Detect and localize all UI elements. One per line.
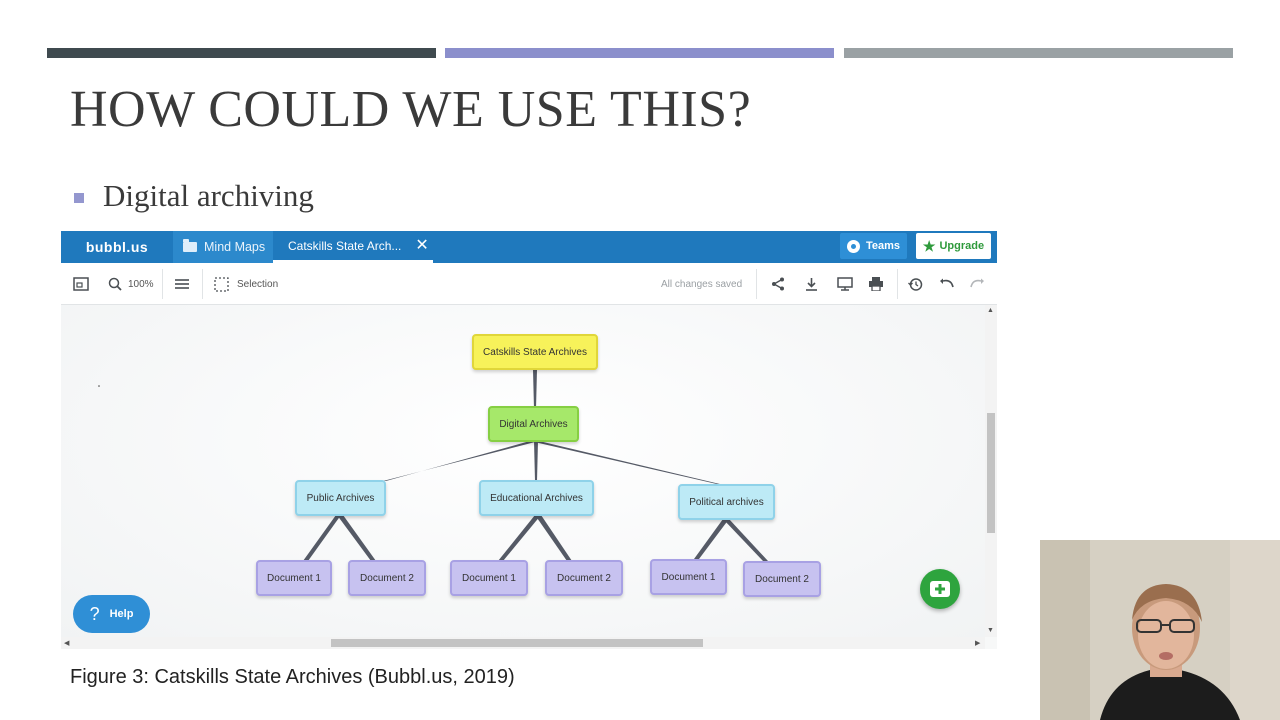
download-button[interactable] [805, 263, 818, 305]
divider [897, 269, 898, 299]
accent-bar-purple [445, 48, 834, 58]
slide-title: HOW COULD WE USE THIS? [70, 81, 752, 138]
teams-label: Teams [865, 240, 901, 252]
bullet-text: Digital archiving [103, 178, 314, 213]
mindmap-node-political-archives[interactable]: Political archives [678, 484, 775, 520]
present-button[interactable] [837, 263, 853, 305]
selection-icon [214, 276, 229, 292]
folder-icon [183, 239, 197, 252]
history-button[interactable] [908, 263, 923, 305]
mindmap-node-document[interactable]: Document 2 [348, 560, 426, 596]
divider [162, 269, 163, 299]
tab-current-map[interactable]: Catskills State Arch... ✕ [273, 231, 433, 263]
print-icon [869, 277, 883, 291]
tab-mind-maps-label: Mind Maps [204, 240, 266, 254]
divider [756, 269, 757, 299]
mindmap-node-educational-archives[interactable]: Educational Archives [479, 480, 594, 516]
scroll-up-icon[interactable]: ▲ [987, 307, 994, 314]
star-icon: ★ [922, 237, 936, 254]
upgrade-label: Upgrade [939, 240, 985, 252]
mindmap-node-document[interactable]: Document 1 [450, 560, 528, 596]
zoom-control[interactable]: 100% [108, 263, 154, 305]
help-label: Help [109, 608, 134, 620]
app-logo[interactable]: bubbl.us [61, 231, 173, 263]
fit-screen-icon [73, 277, 89, 291]
add-node-button[interactable] [920, 569, 960, 609]
save-status: All changes saved [661, 278, 743, 290]
tab-current-map-label: Catskills State Arch... [288, 238, 402, 253]
mindmap-node-document[interactable]: Document 2 [545, 560, 623, 596]
webcam-video [1040, 540, 1280, 720]
add-icon [930, 581, 950, 597]
teams-button[interactable]: Teams [840, 233, 907, 259]
undo-button[interactable] [939, 263, 954, 305]
share-button[interactable] [771, 263, 785, 305]
horizontal-scroll-thumb[interactable] [331, 639, 703, 647]
tab-mind-maps[interactable]: Mind Maps [173, 231, 273, 263]
share-icon [772, 277, 784, 291]
teams-icon [846, 239, 860, 253]
mindmap-node-document[interactable]: Document 1 [256, 560, 332, 596]
mindmap-node-public-archives[interactable]: Public Archives [295, 480, 386, 516]
connector-lines [98, 370, 768, 561]
zoom-icon [108, 277, 122, 291]
accent-bar-dark [47, 48, 436, 58]
redo-button[interactable] [970, 263, 985, 305]
toolbar: 100% Selection All changes saved [61, 263, 997, 305]
undo-icon [940, 278, 954, 288]
mindmap-node-document[interactable]: Document 2 [743, 561, 821, 597]
mindmap-node-document[interactable]: Document 1 [650, 559, 727, 595]
history-icon [908, 277, 923, 291]
selection-tool[interactable]: Selection [214, 263, 278, 305]
zoom-level: 100% [128, 278, 154, 290]
vertical-scroll-thumb[interactable] [987, 413, 995, 533]
accent-bar-gray [844, 48, 1233, 58]
download-icon [806, 278, 817, 291]
bullet-marker [74, 193, 84, 203]
webcam-presenter-image [1040, 540, 1280, 720]
close-icon[interactable]: ✕ [415, 236, 429, 254]
monitor-icon [837, 277, 853, 291]
fit-screen-button[interactable] [73, 263, 89, 305]
menu-button[interactable] [175, 263, 189, 305]
question-icon: ? [89, 603, 100, 624]
scroll-left-icon[interactable]: ◀ [64, 640, 70, 647]
scroll-right-icon[interactable]: ▶ [975, 640, 981, 647]
bubbl-app-screenshot: bubbl.us Mind Maps Catskills State Arch.… [61, 231, 997, 649]
mindmap-canvas[interactable]: Catskills State Archives Digital Archive… [61, 305, 985, 637]
help-button[interactable]: ? Help [73, 595, 150, 633]
selection-label: Selection [237, 278, 279, 290]
redo-icon [970, 278, 984, 288]
menu-icon [175, 279, 189, 289]
mindmap-node-digital-archives[interactable]: Digital Archives [488, 406, 579, 442]
scroll-down-icon[interactable]: ▼ [987, 627, 994, 634]
upgrade-button[interactable]: ★ Upgrade [916, 233, 991, 259]
figure-caption: Figure 3: Catskills State Archives (Bubb… [70, 666, 515, 688]
print-button[interactable] [868, 263, 884, 305]
mindmap-node-root[interactable]: Catskills State Archives [472, 334, 598, 370]
divider [202, 269, 203, 299]
